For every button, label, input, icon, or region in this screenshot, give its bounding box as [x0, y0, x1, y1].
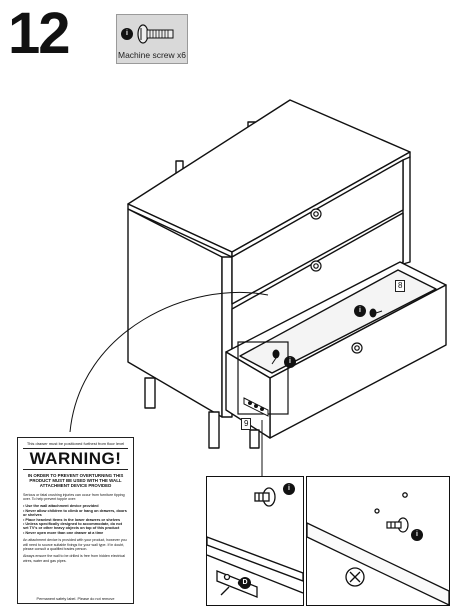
warning-note-attachment: An attachment device is provided with yo…	[23, 538, 127, 552]
drawer-tag-9: 9	[241, 418, 252, 430]
detail-screw-callout: i	[283, 483, 295, 495]
warning-bullet: • Never allow children to climb or hang …	[23, 508, 127, 518]
detail-lock-callout: D	[239, 577, 251, 589]
drawer-tag-8: 8	[395, 280, 406, 292]
detail-view-side: i D	[206, 476, 304, 606]
part-callout: i	[121, 28, 133, 40]
warning-note-wires: Always ensure the wall to be drilled is …	[23, 554, 126, 563]
step-number: 12	[8, 1, 70, 66]
warning-top-note: This drawer must be positioned furthest …	[26, 441, 125, 446]
screw-callout-lower: i	[284, 356, 296, 368]
warning-intro: Serious or fatal crushing injuries can o…	[23, 492, 125, 502]
part-caption: Machine screw x6	[117, 50, 187, 60]
warning-bullet: • Use the wall attachment device provide…	[23, 504, 99, 509]
warning-bullet: • Unless specifically designed to accomm…	[23, 522, 123, 531]
warning-bullet: • Never open more than one drawer at a t…	[23, 530, 104, 535]
screw-callout-upper: i	[354, 305, 366, 317]
warning-title: WARNING!	[23, 448, 128, 470]
part-box: i Machine screw x6	[116, 14, 188, 64]
machine-screw-icon	[137, 24, 174, 44]
detail-front-drawing	[307, 492, 449, 605]
warning-headline: IN ORDER TO PREVENT OVERTURNING THIS PRO…	[27, 473, 124, 489]
warning-bullet: • Place heaviest items in the lower draw…	[23, 517, 121, 522]
detail-front-screw-callout: i	[411, 529, 423, 541]
warning-label: This drawer must be positioned furthest …	[17, 437, 134, 604]
warning-bottom-note: Permanent safety label. Please do not re…	[36, 597, 115, 601]
detail-view-front: i	[306, 476, 450, 606]
detail-side-drawing	[207, 487, 303, 598]
